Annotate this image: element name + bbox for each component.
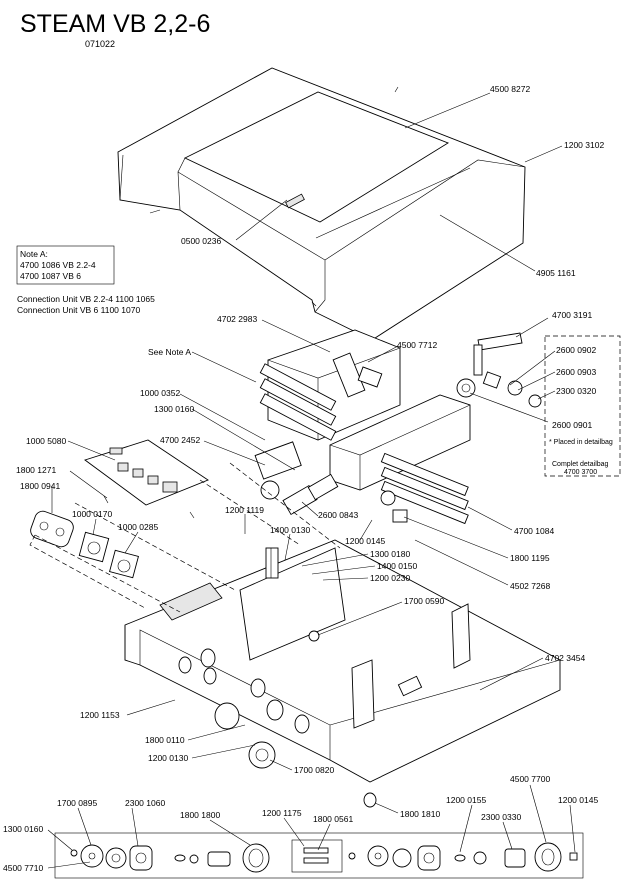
connection-unit-line: Connection Unit VB 2.2-4 1100 1065 [17,294,155,304]
part-label: 1200 1175 [262,808,302,818]
part-label: 1200 0145 [558,795,598,805]
part-label: 1300 0160 [3,824,43,834]
part-label: 2600 0903 [556,367,596,377]
part-label: 2600 0902 [556,345,596,355]
part-label: 1000 0352 [140,388,180,398]
bottom-parts-row-drawing [54,832,584,879]
part-label: 1300 0180 [370,549,410,559]
top-cover-drawing [117,67,526,341]
part-number-labels: 4500 8272 1200 3102 0500 0236 4905 1161 … [3,84,604,873]
part-label: 1400 0130 [270,525,310,535]
part-label: 0500 0236 [181,236,221,246]
part-label: 1800 0561 [313,814,353,824]
detail-bag-number: 4700 3700 [564,469,597,476]
part-label: 2300 0320 [556,386,596,396]
part-label: 4700 1084 [514,526,554,536]
detail-bag-complete: Complet detailbag [552,461,609,468]
part-label: 1700 0895 [57,798,97,808]
part-label: 2600 0843 [318,510,358,520]
part-label: 1200 1153 [80,710,120,720]
part-label: 1000 0170 [72,509,112,519]
leader-lines [47,92,576,869]
part-label: 1200 3102 [564,140,604,150]
part-label: 1000 0285 [118,522,158,532]
diagram-title: STEAM VB 2,2-6 [20,10,210,38]
part-label: 4500 7700 [510,774,550,784]
part-label: 1700 0590 [404,596,444,606]
base-frame-drawing [124,539,561,808]
see-note-a-label: See Note A [148,347,191,357]
part-label: 1300 0160 [154,404,194,414]
part-label: 1800 1195 [510,553,550,563]
part-label: 1200 0155 [446,795,486,805]
part-label: 4500 7712 [397,340,437,350]
assembly-dashed-outlines [29,462,341,613]
control-board-drawing [84,439,209,519]
part-label: 1700 0820 [294,765,334,775]
note-a-line: Note A: [20,249,48,259]
steam-generator-drawing [254,329,542,525]
part-label: 1400 0150 [377,561,417,571]
note-a-box: Note A: 4700 1086 VB 2.2-4 4700 1087 VB … [16,245,115,285]
part-label: 4702 2983 [217,314,257,324]
part-label: 1800 1800 [180,810,220,820]
detail-bag-box [544,335,621,477]
part-label: 1000 5080 [26,436,66,446]
part-label: 1800 1271 [16,465,56,475]
note-a-line: 4700 1086 VB 2.2-4 [20,260,96,270]
part-label: 1200 0230 [370,573,410,583]
part-label: 1800 0941 [20,481,60,491]
detail-bag-note: * Placed in detailbag [549,439,613,446]
part-label: 1200 1119 [225,505,264,515]
part-label: 4702 3454 [545,653,585,663]
part-label: 4502 7268 [510,581,550,591]
note-a-line: 4700 1087 VB 6 [20,271,81,281]
part-label: 1200 0130 [148,753,188,763]
part-label: 4905 1161 [536,268,576,278]
connection-unit-line: Connection Unit VB 6 1100 1070 [17,305,140,315]
front-components-drawing [30,510,139,579]
part-label: 2300 0330 [481,812,521,822]
part-label: 1800 1810 [400,809,440,819]
diagram-code: 071022 [85,39,115,49]
part-label: 1800 0110 [145,735,185,745]
part-label: 1200 0145 [345,536,385,546]
part-label: 4700 3191 [552,310,592,320]
part-label: 4500 8272 [490,84,530,94]
part-label: 2600 0901 [552,420,592,430]
part-label: 2300 1060 [125,798,165,808]
part-label: 4500 7710 [3,863,43,873]
part-label: 4700 2452 [160,435,200,445]
